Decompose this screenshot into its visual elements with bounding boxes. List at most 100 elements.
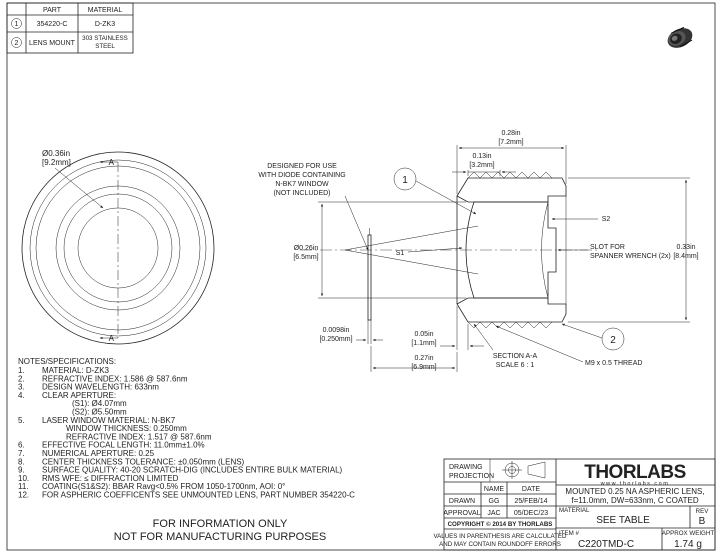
dim-028-mm: [7.2mm] xyxy=(498,139,523,146)
notes-heading: NOTES/SPECIFICATIONS: xyxy=(18,357,116,366)
projection-label-2: PROJECTION xyxy=(449,473,494,480)
dim-0098-in: 0.0098in xyxy=(323,327,350,334)
sheet-border xyxy=(6,2,716,551)
bom-balloon-1 xyxy=(11,18,22,29)
description-1: MOUNTED 0.25 NA ASPHERIC LENS, xyxy=(565,487,704,496)
dim-027-mm: [6.9mm] xyxy=(411,364,436,371)
note-number: 11. xyxy=(18,482,29,491)
note-text: CLEAR APERTURE: xyxy=(42,391,116,400)
section-balloon-2 xyxy=(601,327,625,351)
bom-balloon-2 xyxy=(11,37,22,48)
note-number: 2. xyxy=(18,374,25,383)
section-mark-bottom: A xyxy=(109,334,115,343)
note-number: 4. xyxy=(18,391,25,400)
note-text: NUMERICAL APERTURE: 0.25 xyxy=(42,449,155,458)
note-number: 10. xyxy=(18,474,29,483)
description-2: f=11.0mm, DW=633nm, C COATED xyxy=(571,496,699,505)
s2-label: S2 xyxy=(602,216,611,223)
dim-026-mm: [6.5mm] xyxy=(293,254,318,261)
rev-value: B xyxy=(699,516,706,527)
third-angle-projection-icon xyxy=(502,461,546,479)
section-title: SECTION A-A xyxy=(493,353,538,360)
bom-row1-part: 354220-C xyxy=(37,21,68,28)
bom-header-part: PART xyxy=(43,7,62,14)
dim-033-in: 0.33in xyxy=(676,244,695,251)
dim-013-mm: [3.2mm] xyxy=(469,162,494,169)
notes: NOTES/SPECIFICATIONS: 1.MATERIAL: D-ZK32… xyxy=(18,357,355,500)
note-text: FOR ASPHERIC COEFFICENTS SEE UNMOUNTED L… xyxy=(42,491,355,500)
rev-label: REV xyxy=(696,508,710,515)
disclaimer-2: AND MAY CONTAIN ROUNDOFF ERRORS xyxy=(439,541,561,548)
front-view: A A Ø0.36in [9.2mm] xyxy=(21,149,215,345)
note-number: 7. xyxy=(18,449,25,458)
section-balloon-1-num: 1 xyxy=(402,175,408,186)
note-number: 9. xyxy=(18,466,25,475)
drawn-date: 25/FEB/14 xyxy=(514,498,547,505)
dim-013-in: 0.13in xyxy=(472,153,491,160)
dim-005-mm: [1.1mm] xyxy=(411,340,436,347)
section-scale: SCALE 6 : 1 xyxy=(496,362,535,369)
item-label: ITEM # xyxy=(559,530,579,537)
mount-top-hatch xyxy=(456,177,567,203)
dim-026-in: Ø0.26in xyxy=(294,245,319,252)
disclaimer-1: VALUES IN PARENTHESIS ARE CALCULATED xyxy=(433,533,567,540)
projection-label-1: DRAWING xyxy=(449,464,483,471)
note-text: COATING(S1&S2): BBAR Ravg<0.5% FROM 1050… xyxy=(42,482,285,491)
bom-row2-part: LENS MOUNT xyxy=(29,40,76,47)
bom-row2-material-2: STEEL xyxy=(95,43,115,50)
weight-value: 1.74 g xyxy=(674,539,702,550)
note-text: REFRACTIVE INDEX: 1.586 @ 587.6nm xyxy=(42,374,188,383)
dim-033-mm: [8.4mm] xyxy=(673,253,698,260)
thread-label: M9 x 0.5 THREAD xyxy=(585,360,642,367)
weight-label: APPROX WEIGHT xyxy=(662,530,714,537)
lens-product-render-icon xyxy=(667,26,693,48)
info-only-line1: FOR INFORMATION ONLY xyxy=(153,518,288,530)
title-block: DRAWING PROJECTION NAME DATE DRAWN GG 25… xyxy=(433,458,716,551)
material-label: MATERIAL xyxy=(559,507,590,514)
mount-bottom-hatch xyxy=(456,297,567,323)
info-only-line2: NOT FOR MANUFACTURING PURPOSES xyxy=(114,531,326,543)
dim-0098-mm: [0.250mm] xyxy=(319,336,352,343)
drawn-name: GG xyxy=(489,498,500,505)
note-text: REFRACTIVE INDEX: 1.517 @ 587.6nm xyxy=(66,432,212,441)
note-line4: (NOT INCLUDED) xyxy=(273,190,330,197)
note-number: 12. xyxy=(18,491,29,500)
section-view: DESIGNED FOR USE WITH DIODE CONTAINING N… xyxy=(258,130,699,372)
bom-row2-material-1: 303 STAINLESS xyxy=(82,35,128,42)
thorlabs-website: www.thorlabs.com xyxy=(600,481,670,487)
note-text: CENTER THICKNESS TOLERANCE: ±0.050mm (LE… xyxy=(42,457,245,466)
note-number: 1. xyxy=(18,366,25,375)
copyright: COPYRIGHT © 2014 BY THORLABS xyxy=(448,521,553,528)
col-name: NAME xyxy=(484,486,505,493)
section-balloon-2-num: 2 xyxy=(610,335,616,346)
slot-line1: SLOT FOR xyxy=(590,244,625,251)
note-text: WINDOW THICKNESS: 0.250mm xyxy=(66,424,187,433)
dim-028-in: 0.28in xyxy=(501,130,520,137)
front-diameter-mm: [9.2mm] xyxy=(42,158,71,167)
note-text: (S1): Ø4.07mm xyxy=(72,399,127,408)
lens-element-hatch xyxy=(465,201,557,299)
note-text: SURFACE QUALITY: 40-20 SCRATCH-DIG (INCL… xyxy=(42,466,343,475)
dim-005-in: 0.05in xyxy=(414,331,433,338)
note-number: 3. xyxy=(18,383,25,392)
col-date: DATE xyxy=(522,486,540,493)
note-number: 6. xyxy=(18,441,25,450)
section-mark-top: A xyxy=(109,158,115,167)
note-text: (S2): Ø5.50mm xyxy=(72,408,127,417)
note-line3: N-BK7 WINDOW xyxy=(275,181,329,188)
note-line1: DESIGNED FOR USE xyxy=(267,163,337,170)
bom-header-material: MATERIAL xyxy=(88,7,123,14)
material-value: SEE TABLE xyxy=(596,515,650,526)
note-text: RMS WFE: ≤ DIFFRACTION LIMITED xyxy=(42,474,179,483)
diode-window xyxy=(367,234,372,321)
note-text: EFFECTIVE FOCAL LENGTH: 11.0mm±1.0% xyxy=(42,441,205,450)
thorlabs-logo: THORLABS xyxy=(584,462,686,483)
bom-row2-num: 2 xyxy=(15,40,19,47)
bom-row1-material: D-ZK3 xyxy=(95,21,115,28)
bom-row1-num: 1 xyxy=(15,21,19,28)
dim-027-in: 0.27in xyxy=(414,355,433,362)
s1-label: S1 xyxy=(396,250,405,257)
approval-name: JAC xyxy=(487,510,500,517)
bom-table: PART MATERIAL 1 354220-C D-ZK3 2 LENS MO… xyxy=(6,2,134,54)
